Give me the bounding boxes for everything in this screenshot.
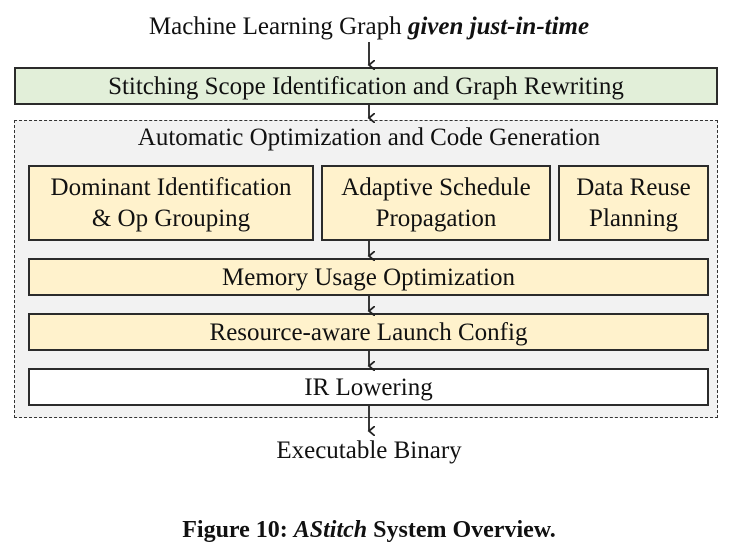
- reuse-label-line1: Data Reuse: [576, 174, 691, 201]
- ir-lowering-label: IR Lowering: [304, 373, 433, 401]
- reuse-box: Data Reuse Planning: [558, 165, 709, 241]
- adaptive-label-line2: Propagation: [375, 205, 497, 232]
- input-text: Machine Learning Graph: [148, 13, 402, 40]
- ir-lowering-box: IR Lowering: [28, 368, 709, 406]
- memory-label: Memory Usage Optimization: [222, 263, 515, 291]
- dominant-label-line1: Dominant Identification: [50, 174, 292, 201]
- optimization-title: Automatic Optimization and Code Generati…: [137, 124, 601, 151]
- reuse-label-line2: Planning: [589, 205, 678, 232]
- input-label: Machine Learning Graph given just-in-tim…: [0, 12, 738, 42]
- resource-box: Resource-aware Launch Config: [28, 313, 709, 351]
- input-emphasis: given just-in-time: [407, 13, 590, 40]
- memory-box: Memory Usage Optimization: [28, 258, 709, 296]
- dominant-label-line2: & Op Grouping: [91, 205, 251, 232]
- output-label: Executable Binary: [276, 437, 462, 464]
- caption-prefix: Figure 10:: [182, 517, 294, 543]
- adaptive-label-line1: Adaptive Schedule: [341, 174, 531, 201]
- stitching-label: Stitching Scope Identification and Graph…: [108, 72, 624, 100]
- resource-label: Resource-aware Launch Config: [209, 318, 528, 346]
- caption-name: AStitch: [293, 517, 368, 543]
- dominant-box: Dominant Identification & Op Grouping: [28, 165, 314, 241]
- caption-suffix: System Overview.: [367, 517, 556, 543]
- stitching-box: Stitching Scope Identification and Graph…: [14, 67, 718, 105]
- adaptive-box: Adaptive Schedule Propagation: [321, 165, 551, 241]
- figure-caption: Figure 10: AStitch System Overview.: [0, 515, 738, 545]
